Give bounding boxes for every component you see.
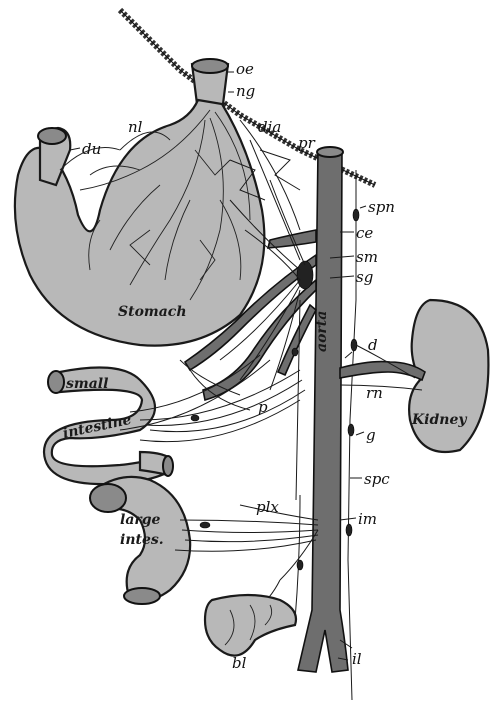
- label-nl: nl: [128, 118, 143, 136]
- label-spn: spn: [368, 198, 395, 216]
- label-d: d: [368, 336, 378, 354]
- label-large-intestine-1: large: [120, 512, 161, 528]
- label-pr: pr: [298, 134, 316, 152]
- label-spc: spc: [364, 470, 390, 488]
- label-dia: dia: [258, 118, 281, 136]
- label-il: il: [352, 650, 362, 668]
- label-aorta: aorta: [314, 311, 330, 352]
- label-stomach: Stomach: [118, 304, 187, 320]
- label-small-intestine-1: small: [66, 376, 108, 392]
- label-sm: sm: [356, 248, 378, 266]
- label-rn: rn: [366, 384, 383, 402]
- label-ng: ng: [236, 82, 255, 100]
- label-g: g: [366, 426, 376, 444]
- label-bl: bl: [232, 654, 247, 672]
- label-large-intestine-2: intes.: [120, 532, 164, 548]
- label-im: im: [358, 510, 377, 528]
- label-sg: sg: [356, 268, 373, 286]
- label-kidney: Kidney: [411, 412, 467, 428]
- label-oe: oe: [236, 60, 254, 78]
- label-du: du: [82, 140, 101, 158]
- label-small-intestine-2: intestine: [62, 412, 134, 442]
- label-ce: ce: [356, 224, 373, 242]
- label-plx: plx: [256, 498, 279, 516]
- label-p: p: [258, 398, 268, 416]
